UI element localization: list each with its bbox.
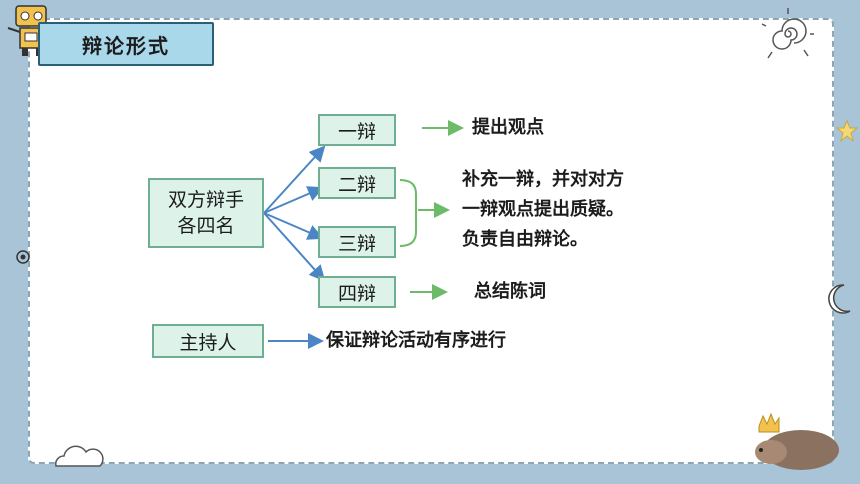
cloud-icon bbox=[55, 445, 104, 467]
moon-icon bbox=[828, 284, 851, 314]
left-box-line2: 各四名 bbox=[177, 215, 235, 237]
desc-host: 保证辩论活动有序进行 bbox=[326, 330, 506, 351]
page-title: 辩论形式 bbox=[38, 22, 214, 66]
debater-first: 一辩 bbox=[318, 114, 396, 146]
desc-middle-line2: 一辩观点提出质疑。 bbox=[462, 199, 624, 220]
host-box: 主持人 bbox=[152, 324, 264, 358]
desc-middle-line1: 补充一辩，并对对方 bbox=[462, 169, 624, 190]
desc-middle: 补充一辩，并对对方 一辩观点提出质疑。 负责自由辩论。 bbox=[462, 165, 624, 255]
debater-second: 二辩 bbox=[318, 167, 396, 199]
debater-third: 三辩 bbox=[318, 226, 396, 258]
left-box-line1: 双方辩手 bbox=[167, 189, 244, 211]
sun-icon bbox=[761, 8, 814, 59]
arrow-to-second bbox=[263, 186, 324, 214]
arrow-to-third bbox=[263, 212, 324, 240]
desc-fourth: 总结陈词 bbox=[474, 281, 546, 302]
spiral-icon bbox=[16, 250, 30, 264]
debater-fourth: 四辩 bbox=[318, 276, 396, 308]
hedgehog-icon bbox=[755, 412, 839, 470]
arrow-to-first bbox=[263, 145, 326, 214]
arrow-to-fourth bbox=[263, 212, 326, 282]
desc-middle-line3: 负责自由辩论。 bbox=[462, 229, 588, 250]
desc-first: 提出观点 bbox=[472, 117, 544, 138]
bracket-middle bbox=[399, 179, 417, 247]
left-box: 双方辩手 各四名 bbox=[148, 178, 264, 248]
star-icon bbox=[836, 120, 858, 142]
